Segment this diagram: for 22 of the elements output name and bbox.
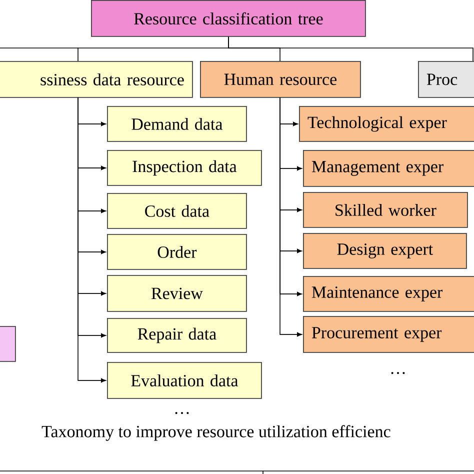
item-box: Order	[107, 234, 247, 270]
item-box: Inspection data	[107, 150, 262, 186]
item-box: Review	[107, 275, 247, 312]
item-box: Repair data	[107, 318, 247, 353]
arrow	[78, 98, 106, 383]
item-box: Cost data	[107, 193, 247, 229]
item-box: Technological exper	[299, 106, 474, 142]
category-box: Human resource	[200, 61, 361, 98]
item-box: Demand data	[107, 106, 247, 142]
category-box: ssiness data resource	[0, 61, 193, 98]
box	[0, 326, 16, 362]
ellipsis: …	[391, 372, 405, 374]
item-box: Design expert	[303, 233, 467, 269]
item-box: Evaluation data	[107, 362, 262, 399]
caption: Taxonomy to improve resource utilization efficienc	[42, 425, 390, 441]
arrow	[280, 98, 302, 337]
item-box: Skilled worker	[303, 192, 468, 228]
root-box: Resource classification tree	[91, 0, 366, 37]
item-box: Management exper	[303, 150, 474, 187]
item-box: Maintenance exper	[303, 276, 474, 312]
category-box: Proc	[418, 61, 474, 98]
item-box: Procurement exper	[303, 316, 474, 353]
